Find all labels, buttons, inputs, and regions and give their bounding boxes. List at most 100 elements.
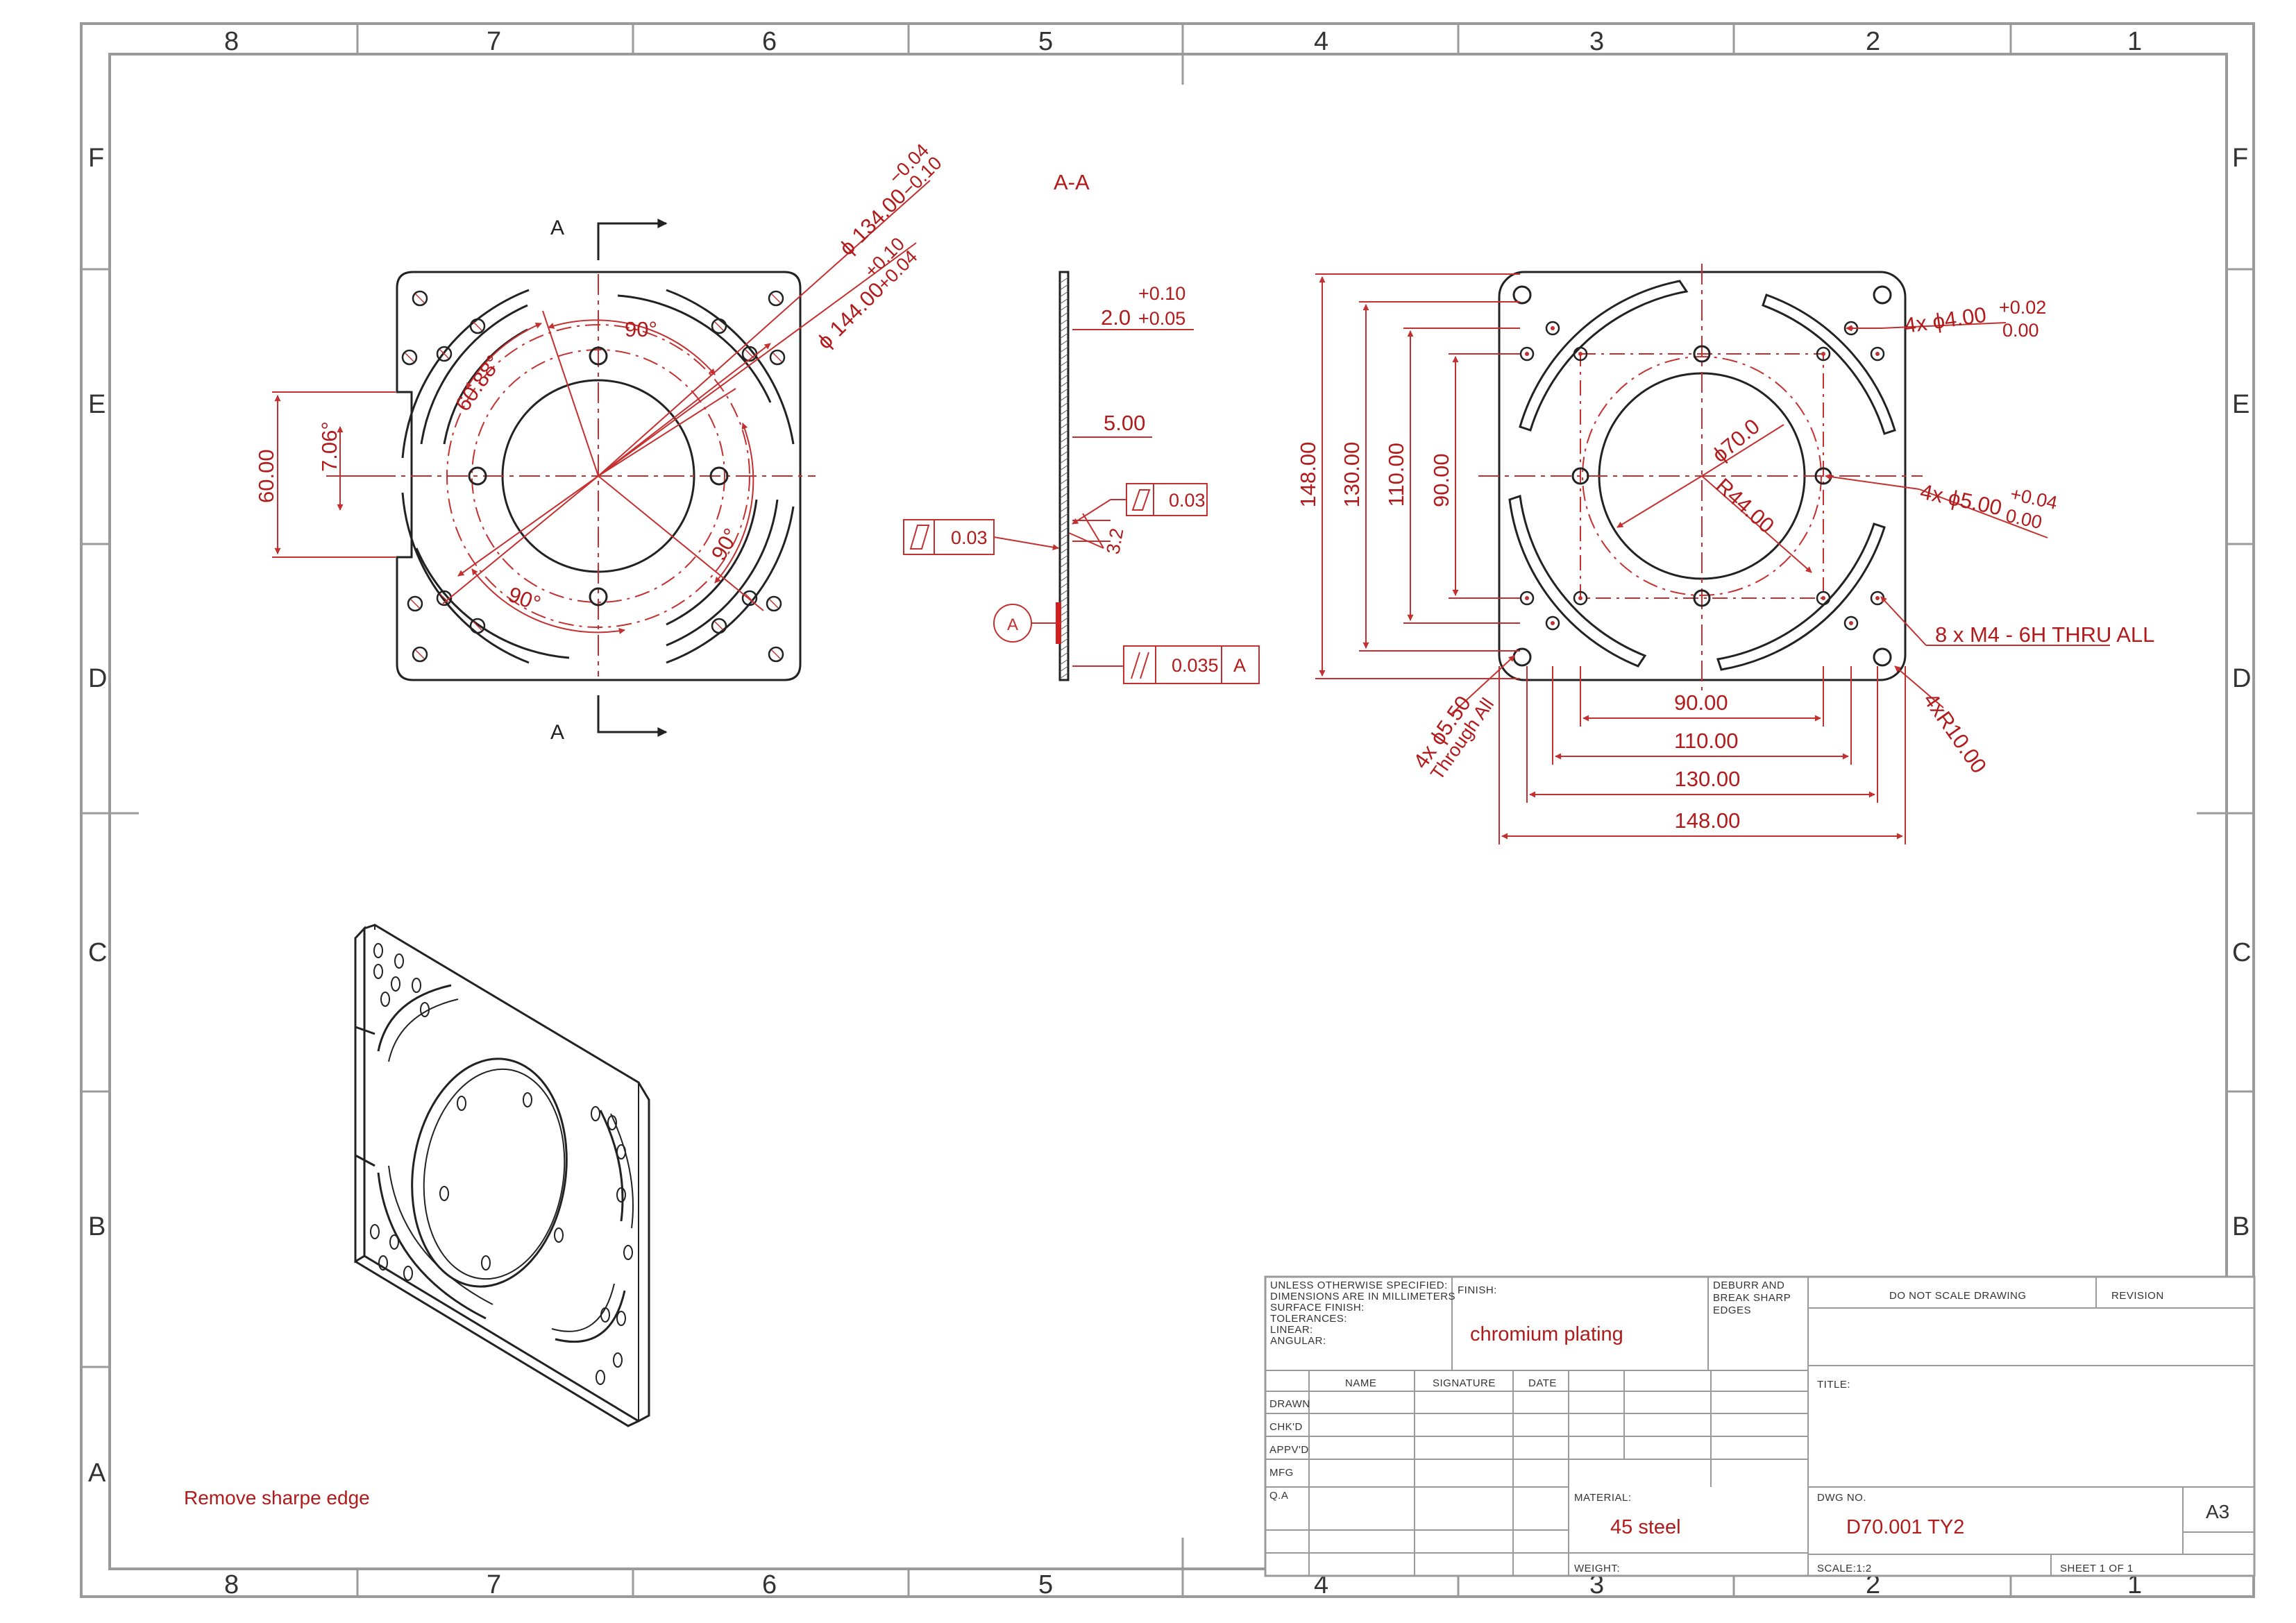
col-date: DATE bbox=[1528, 1377, 1557, 1389]
dim-h148: 148.00 bbox=[1675, 808, 1741, 833]
zone-col-bottom: 5 bbox=[1038, 1570, 1053, 1599]
tolerance-note-line: DIMENSIONS ARE IN MILLIMETERS bbox=[1270, 1291, 1455, 1302]
finish-label: FINISH: bbox=[1458, 1284, 1497, 1296]
hole bbox=[523, 1092, 532, 1107]
flatness-value-left: 0.03 bbox=[951, 527, 988, 548]
approval-row-label: CHK'D bbox=[1269, 1421, 1303, 1433]
col-name: NAME bbox=[1345, 1377, 1376, 1389]
weight-label: WEIGHT: bbox=[1574, 1563, 1620, 1574]
hole bbox=[1519, 590, 1535, 606]
dim-h130: 130.00 bbox=[1675, 767, 1741, 791]
hole bbox=[436, 346, 453, 362]
dim-h90: 90.00 bbox=[1674, 690, 1728, 715]
dim-r44: R44.00 bbox=[1711, 473, 1779, 538]
isometric-holes bbox=[370, 943, 633, 1385]
tolerance-note-line: TOLERANCES: bbox=[1270, 1313, 1347, 1325]
hole bbox=[1843, 615, 1859, 631]
zone-col-top: 7 bbox=[487, 27, 501, 56]
parallelism-datum: A bbox=[1233, 655, 1246, 676]
hole bbox=[554, 1227, 564, 1243]
section-title: A-A bbox=[1054, 170, 1090, 194]
section-hatch bbox=[1059, 277, 1069, 679]
material-value: 45 steel bbox=[1610, 1516, 1681, 1538]
zone-col-bottom: 4 bbox=[1314, 1570, 1328, 1599]
approval-row-label: Q.A bbox=[1269, 1490, 1288, 1502]
title-label: TITLE: bbox=[1817, 1379, 1850, 1391]
section-marker-bottom: A bbox=[550, 721, 564, 744]
hole bbox=[1512, 285, 1532, 305]
hole bbox=[407, 595, 423, 612]
angle-90-top: 90° bbox=[625, 317, 657, 341]
angle-60-88: 60.88° bbox=[450, 350, 506, 416]
hole bbox=[1573, 346, 1588, 362]
hole bbox=[394, 953, 404, 969]
flatness-frame-right bbox=[1072, 483, 1208, 525]
hole bbox=[1545, 615, 1560, 631]
hole bbox=[412, 290, 428, 307]
hole bbox=[1693, 589, 1711, 607]
hole bbox=[436, 590, 453, 606]
flatness-value-right: 0.03 bbox=[1169, 490, 1206, 511]
hole bbox=[769, 349, 786, 366]
hole bbox=[623, 1245, 633, 1260]
finish-value: chromium plating bbox=[1470, 1323, 1623, 1345]
datum-symbol bbox=[993, 604, 1056, 643]
front-view bbox=[272, 180, 931, 681]
zone-col-top: 6 bbox=[762, 27, 777, 56]
parallelism-value: 0.035 bbox=[1172, 655, 1219, 676]
hole bbox=[373, 964, 383, 979]
dim-h110: 110.00 bbox=[1674, 729, 1739, 753]
dim-5: 5.00 bbox=[1104, 411, 1145, 435]
dim-60: 60.00 bbox=[254, 449, 278, 503]
col-signature: SIGNATURE bbox=[1433, 1377, 1496, 1389]
hole bbox=[1545, 321, 1560, 336]
hole bbox=[412, 978, 421, 993]
hole bbox=[591, 1106, 600, 1121]
callout-holes-4: 4x ϕ4.00 bbox=[1902, 303, 1988, 338]
callout-lines bbox=[1450, 322, 2110, 715]
zone-col-bottom: 7 bbox=[487, 1570, 501, 1599]
zone-col-bottom: 3 bbox=[1589, 1570, 1604, 1599]
hole bbox=[596, 1370, 605, 1385]
material-label: MATERIAL: bbox=[1574, 1492, 1632, 1504]
zone-row-left: B bbox=[88, 1212, 105, 1241]
callout-holes-5: 4x ϕ5.00 bbox=[1918, 479, 2004, 520]
tolerance-note-line: SURFACE FINISH: bbox=[1270, 1302, 1365, 1314]
angle-7-06: 7.06° bbox=[317, 421, 341, 472]
flatness-frame-left bbox=[903, 519, 1059, 555]
dim-v90: 90.00 bbox=[1429, 453, 1453, 507]
hole bbox=[1873, 285, 1892, 305]
hole bbox=[1519, 346, 1535, 362]
do-not-scale: DO NOT SCALE DRAWING bbox=[1889, 1290, 2027, 1302]
hole bbox=[1573, 590, 1588, 606]
hole bbox=[607, 1115, 617, 1130]
dim-v148: 148.00 bbox=[1296, 442, 1320, 508]
dim-thick-tol-lower: +0.05 bbox=[1138, 308, 1185, 329]
hole bbox=[403, 1266, 413, 1281]
dwg-label: DWG NO. bbox=[1817, 1492, 1866, 1504]
deburr-note-line: DEBURR AND bbox=[1713, 1280, 1784, 1291]
zone-row-right: F bbox=[2232, 144, 2248, 173]
parallelism-frame bbox=[1123, 645, 1260, 684]
hole bbox=[1816, 590, 1831, 606]
hole bbox=[766, 595, 782, 612]
dim-v110: 110.00 bbox=[1384, 443, 1408, 507]
isometric-view bbox=[354, 924, 650, 1427]
tolerance-note-line: UNLESS OTHERWISE SPECIFIED: bbox=[1270, 1280, 1448, 1291]
zone-col-bottom: 6 bbox=[762, 1570, 777, 1599]
note-text: Remove sharpe edge bbox=[184, 1487, 370, 1509]
hole bbox=[380, 992, 390, 1007]
angle-90-bottom: 90° bbox=[505, 582, 544, 616]
zone-row-left: A bbox=[88, 1459, 106, 1488]
approval-row-label: MFG bbox=[1269, 1467, 1294, 1479]
approval-row-label: APPV'D bbox=[1269, 1444, 1309, 1456]
zone-col-top: 2 bbox=[1866, 27, 1880, 56]
zone-row-right: C bbox=[2232, 938, 2251, 967]
dim-thick-tol-upper: +0.10 bbox=[1138, 283, 1185, 304]
hole bbox=[1873, 647, 1892, 667]
zone-row-left: D bbox=[88, 664, 107, 693]
zone-col-bottom: 2 bbox=[1866, 1570, 1880, 1599]
